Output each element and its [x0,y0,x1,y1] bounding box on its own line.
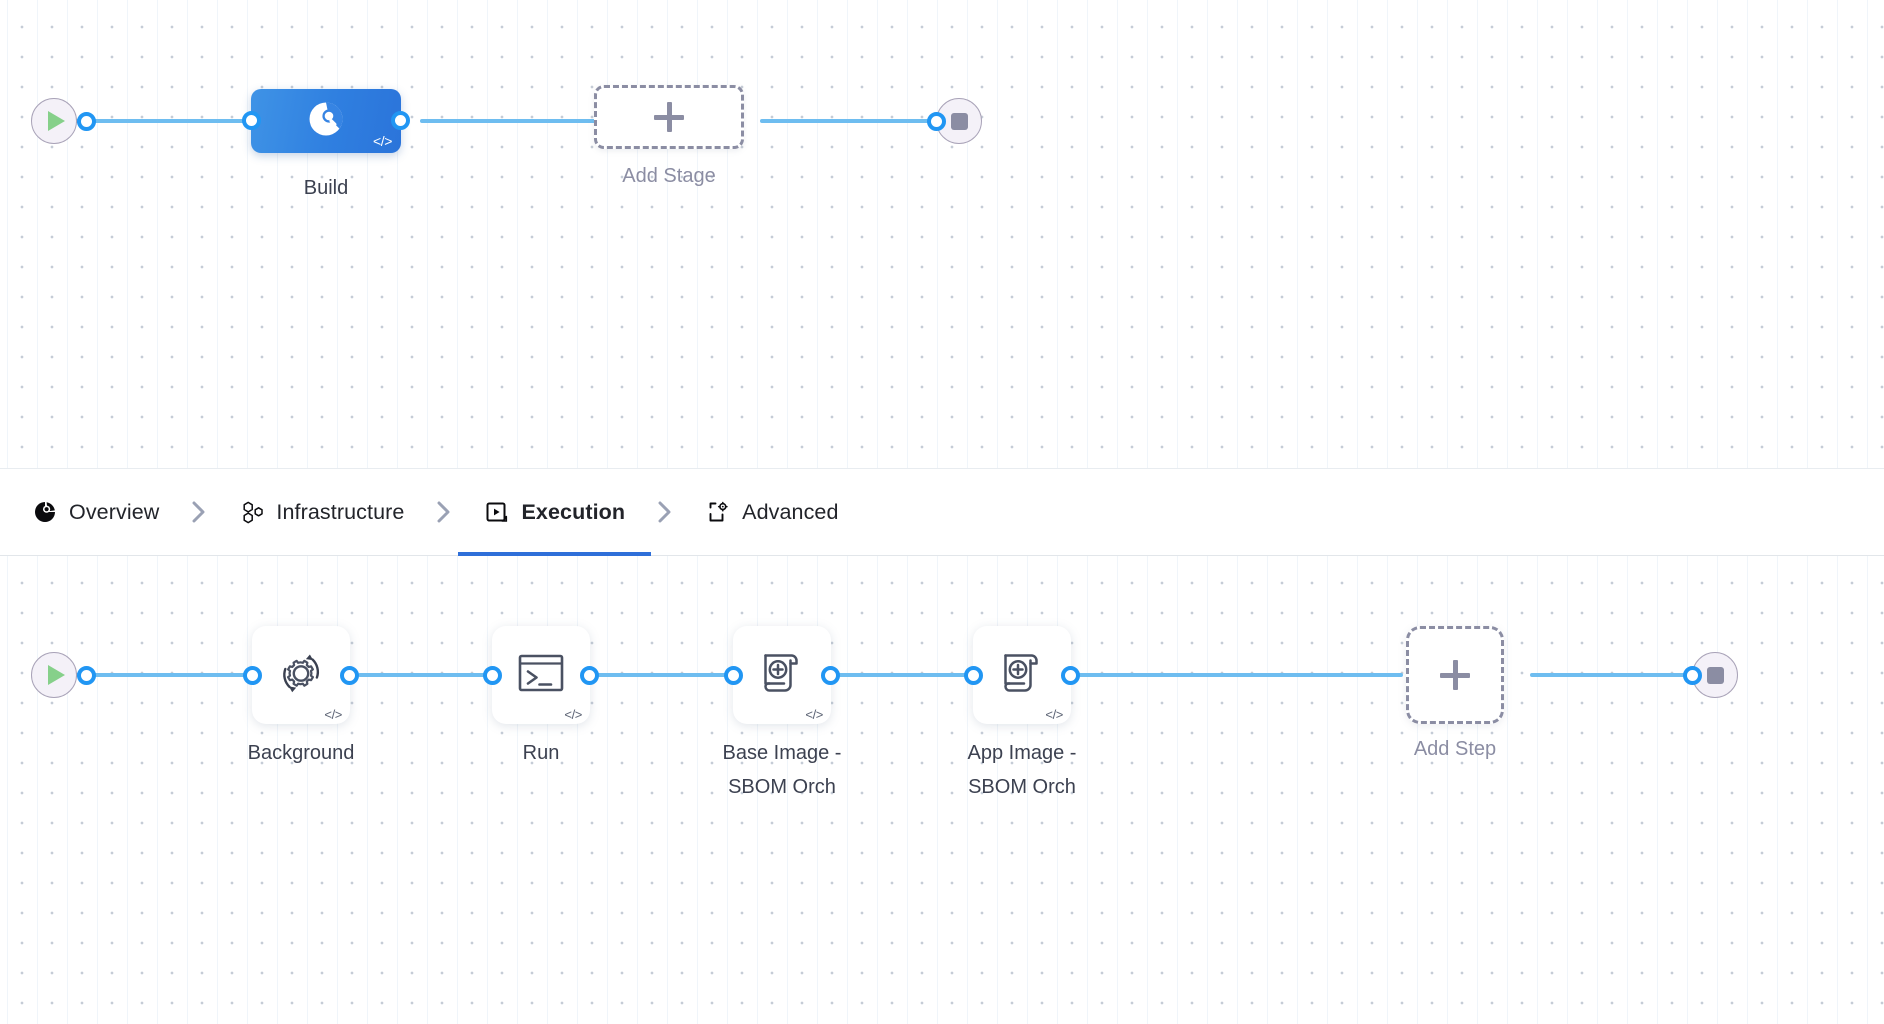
chevron-right-icon [169,499,229,525]
code-badge[interactable]: </> [324,707,342,722]
step-app-image-port-in[interactable] [964,666,983,685]
step-end-node[interactable] [1683,652,1738,698]
step-label-app-image-sbom-orch: App Image - SBOM Orch [967,742,1077,798]
execution-steps-canvas[interactable]: </> Background </> Run [0,556,1884,1024]
step-background-port-out[interactable] [340,666,359,685]
stage-label-build: Build [303,177,349,199]
play-icon [31,98,77,144]
stage-start-node[interactable] [31,98,96,144]
chevron-right-icon [635,499,695,525]
stage-start-port[interactable] [77,112,96,131]
plus-icon [654,102,684,132]
scroll-plus-icon [753,644,811,707]
tab-advanced[interactable]: Advanced [695,469,848,555]
step-edge-addstep-end [1530,673,1695,677]
tab-execution-label: Execution [521,499,626,524]
tab-execution[interactable]: Execution [458,469,651,556]
stage-edge-start-build [58,119,268,123]
step-background-port-in[interactable] [243,666,262,685]
step-start-node[interactable] [31,652,96,698]
step-base-image-port-out[interactable] [821,666,840,685]
add-step-label: Add Step [1413,738,1497,760]
step-start-port[interactable] [77,666,96,685]
stage-canvas[interactable]: </> Build Add Stage [0,0,1884,468]
scroll-plus-icon [993,644,1051,707]
code-badge[interactable]: </> [372,133,392,149]
play-box-icon [484,499,510,525]
stage-build-port-in[interactable] [242,111,261,130]
step-label-base-image-sbom-orch: Base Image - SBOM Orch [722,742,842,798]
stage-build-port-out[interactable] [391,111,410,130]
stage-edge-build-addstage [420,119,610,123]
step-end-port[interactable] [1683,666,1702,685]
step-edge-appimage-addstep [1078,673,1403,677]
hexagon-cluster-icon [239,499,265,525]
step-label-background: Background [247,742,355,764]
stage-end-port[interactable] [927,112,946,131]
code-badge[interactable]: </> [564,707,582,722]
tab-advanced-label: Advanced [742,499,839,524]
step-edge-start-background [58,673,263,677]
tab-overview-label: Overview [69,499,160,524]
chevron-right-icon [414,499,474,525]
terminal-icon [513,645,569,706]
harness-pipeline-icon [305,98,347,145]
code-badge[interactable]: </> [1045,707,1063,722]
step-run-port-out[interactable] [580,666,599,685]
document-gear-icon [705,499,731,525]
plus-icon [1440,660,1470,690]
step-app-image-port-out[interactable] [1061,666,1080,685]
tab-infrastructure-label: Infrastructure [276,499,405,524]
stage-end-node[interactable] [927,98,982,144]
add-stage-label: Add Stage [622,165,716,187]
step-label-run: Run [522,742,560,764]
step-edge-baseimage-appimage [838,673,983,677]
play-icon [31,652,77,698]
step-run-port-in[interactable] [483,666,502,685]
step-edge-run-baseimage [597,673,742,677]
stage-edge-addstage-end [760,119,960,123]
tab-overview[interactable]: Overview [22,469,169,555]
gear-refresh-icon [272,644,330,707]
step-edge-background-run [358,673,503,677]
pie-chart-icon [32,499,58,525]
stage-config-tabs: Overview Infrastructure [0,468,1884,556]
step-base-image-port-in[interactable] [724,666,743,685]
tab-infrastructure[interactable]: Infrastructure [229,469,414,555]
code-badge[interactable]: </> [805,707,823,722]
